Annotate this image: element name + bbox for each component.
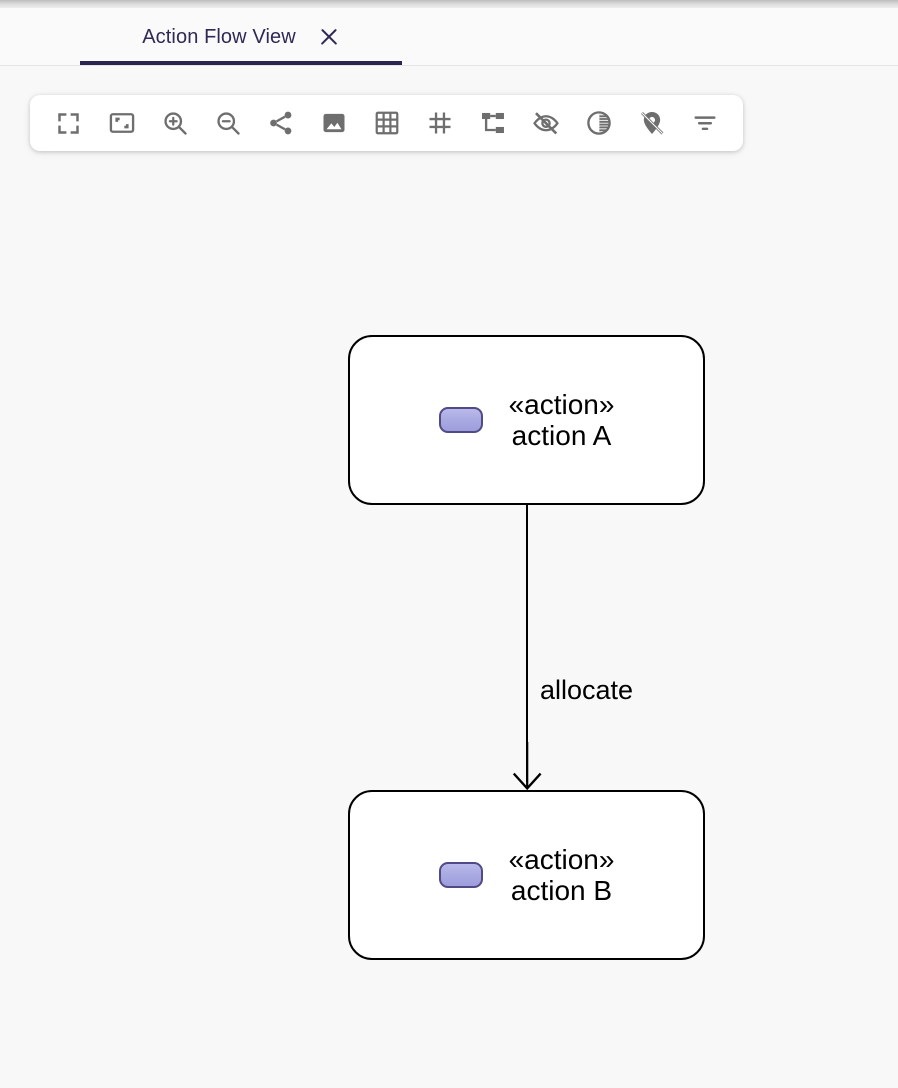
fit-to-screen-icon[interactable] (95, 95, 148, 151)
contrast-icon[interactable] (572, 95, 625, 151)
edge-allocate-label: allocate (540, 675, 634, 705)
pin-off-icon[interactable] (625, 95, 678, 151)
action-pill-icon (438, 407, 483, 433)
zoom-in-icon[interactable] (148, 95, 201, 151)
snap-lines-icon[interactable] (413, 95, 466, 151)
close-icon[interactable] (318, 26, 340, 48)
diagram-node-action-b[interactable]: «action» action B (348, 790, 705, 960)
hierarchy-layout-icon[interactable] (466, 95, 519, 151)
node-stereotype: «action» (508, 388, 615, 420)
zoom-out-icon[interactable] (201, 95, 254, 151)
eye-off-icon[interactable] (519, 95, 572, 151)
diagram-toolbar (30, 95, 743, 151)
share-icon[interactable] (254, 95, 307, 151)
diagram-node-action-a[interactable]: «action» action A (348, 335, 705, 505)
grid-icon[interactable] (360, 95, 413, 151)
node-name: action B (510, 875, 613, 906)
image-icon[interactable] (307, 95, 360, 151)
tab-bar: Action Flow View (0, 8, 898, 66)
tab-action-flow-view[interactable]: Action Flow View (80, 8, 402, 66)
node-stereotype: «action» (508, 843, 615, 875)
tab-active-underline (80, 61, 402, 65)
edge-allocate-arrowhead (512, 742, 542, 791)
fullscreen-icon[interactable] (42, 95, 95, 151)
diagram-canvas[interactable]: «action» action A allocate «action» acti… (0, 152, 898, 1088)
filter-icon[interactable] (678, 95, 731, 151)
node-text-block: «action» action B (509, 844, 615, 907)
edge-allocate-line[interactable] (526, 505, 529, 782)
node-text-block: «action» action A (509, 389, 615, 452)
tab-label: Action Flow View (142, 25, 296, 48)
action-pill-icon (438, 862, 483, 888)
node-name: action A (511, 420, 612, 451)
